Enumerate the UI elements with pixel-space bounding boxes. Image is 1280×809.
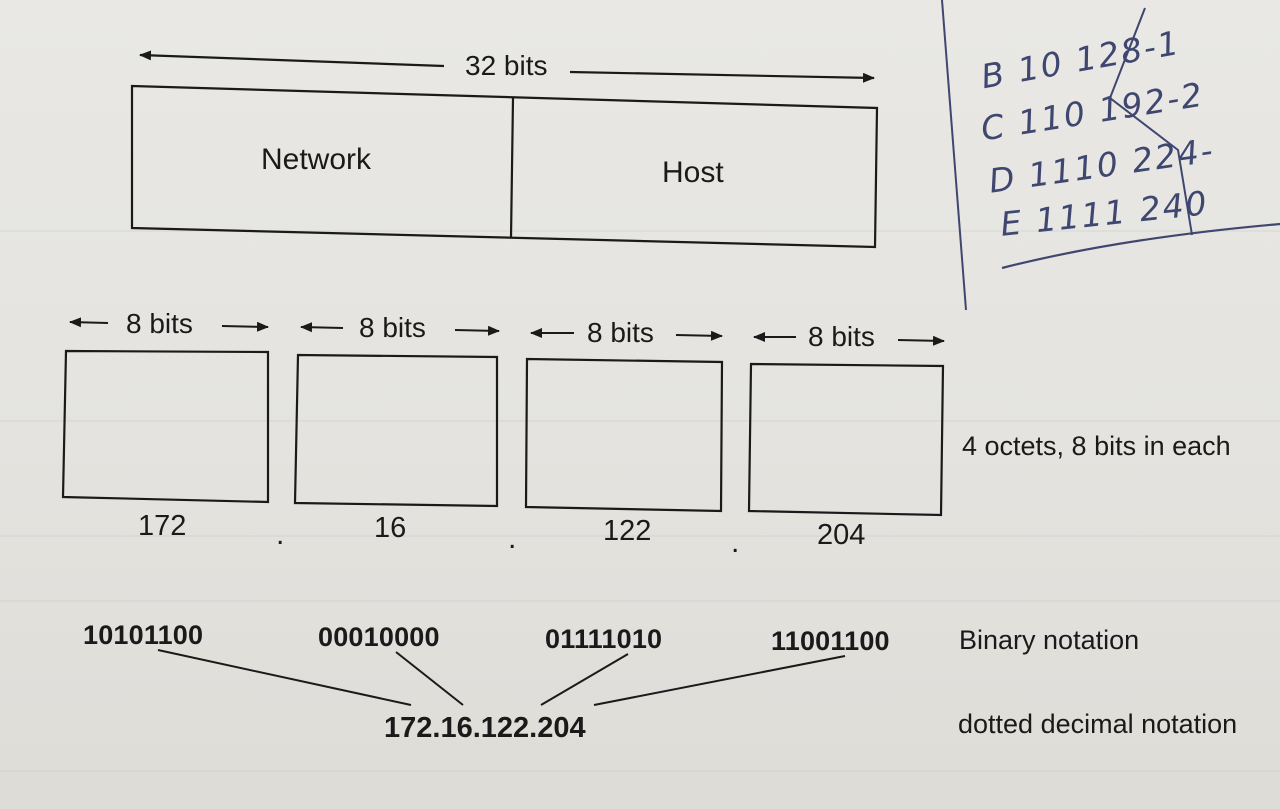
connector-octet3: [540, 653, 629, 706]
octet1-arrow-left: [69, 317, 109, 328]
total-bits-label: 32 bits: [465, 50, 548, 81]
octet-separator: .: [508, 522, 517, 555]
octets-caption: 4 octets, 8 bits in each: [962, 431, 1231, 461]
octet1-arrow-right: [221, 321, 269, 332]
octet-decimal-2: 16: [374, 512, 407, 544]
octet2-arrow-right: [454, 325, 500, 336]
octet-separator: .: [276, 518, 285, 551]
octet-box-3: [524, 357, 724, 513]
octet-bits-label-1: 8 bits: [126, 308, 193, 339]
paper-bleed-line: [0, 535, 1280, 537]
octet-separator: .: [731, 526, 740, 559]
paper-bleed-line: [0, 600, 1280, 602]
dotted-caption: dotted decimal notation: [958, 709, 1238, 739]
octet-binary-3: 01111010: [545, 624, 663, 654]
arrow-32-left: [139, 50, 445, 68]
network-label: Network: [261, 143, 372, 176]
octet-box-2: [293, 353, 499, 508]
paper-bleed-line: [0, 770, 1280, 772]
octet-binary-1: 10101100: [83, 620, 204, 650]
octet-binary-2: 00010000: [318, 622, 440, 652]
host-label: Host: [662, 156, 724, 189]
octet-decimal-1: 172: [138, 510, 187, 542]
paper-bleed-line: [0, 420, 1280, 422]
octet4-arrow-right: [897, 335, 945, 346]
network-host-divider: [509, 97, 515, 239]
octet-decimal-4: 204: [817, 519, 866, 551]
note-margin-line: [941, 0, 967, 311]
octet2-arrow-left: [300, 322, 344, 333]
octet3-arrow-right: [675, 330, 723, 341]
octet-box-4: [747, 362, 945, 517]
dotted-address: 172.16.122.204: [384, 712, 586, 744]
octet-box-1: [61, 349, 270, 504]
address-box: [130, 84, 879, 249]
connector-octet2: [395, 651, 464, 706]
octet-binary-4: 11001100: [771, 626, 890, 656]
connector-octet4: [593, 655, 846, 706]
octet-bits-label-3: 8 bits: [587, 317, 654, 348]
octet-decimal-3: 122: [603, 515, 652, 547]
arrow-32-right: [569, 70, 875, 83]
octet-bits-label-4: 8 bits: [808, 321, 875, 352]
binary-caption: Binary notation: [959, 625, 1140, 655]
octet-bits-label-2: 8 bits: [359, 312, 426, 343]
connector-octet1: [157, 649, 412, 706]
